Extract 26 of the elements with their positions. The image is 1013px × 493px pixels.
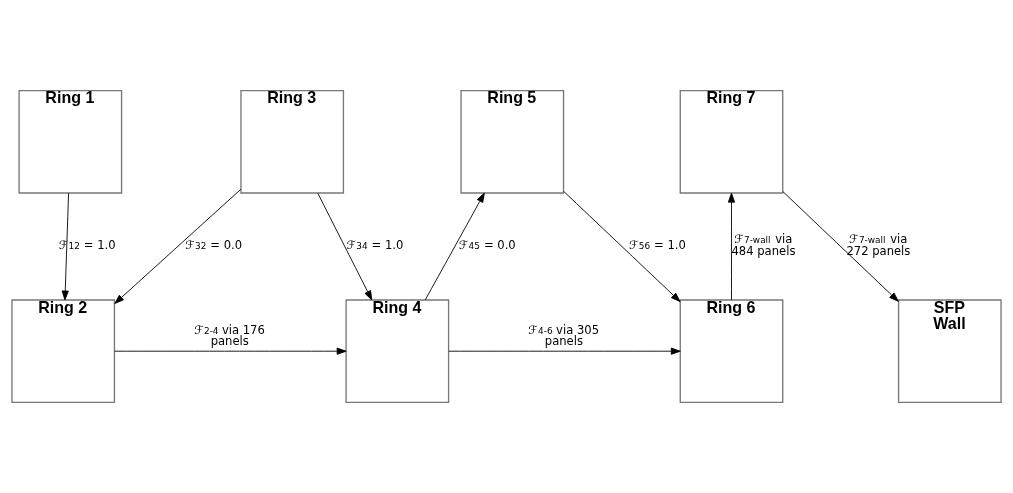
edge-label: ℱ34 = 1.0 [346, 237, 404, 252]
arrow [448, 347, 681, 355]
arrow [317, 192, 373, 301]
edge-label: ℱ4-6 via 305 panels [528, 322, 600, 349]
edge-label: ℱ7-wall via 484 panels [731, 232, 796, 258]
node-box: Ring 6 [679, 299, 784, 404]
node-box: Ring 4 [345, 299, 450, 404]
arrow [61, 192, 70, 301]
edge-label: ℱ45 = 0.0 [458, 237, 516, 252]
node-box: Ring 2 [11, 299, 116, 404]
arrow [727, 192, 736, 301]
edge-label: ℱ32 = 0.0 [185, 237, 243, 252]
node-box: Ring 7 [679, 89, 784, 194]
arrow [114, 188, 242, 304]
edge-label: ℱ12 = 1.0 [58, 237, 116, 252]
node-box: Ring 1 [18, 89, 123, 194]
arrow [424, 192, 485, 301]
node-box: Ring 5 [460, 89, 565, 194]
edge-label: ℱ56 = 1.0 [629, 237, 686, 252]
edge-label: ℱ2-4 via 176 panels [194, 322, 265, 349]
arrow [114, 347, 347, 355]
node-box: SFP Wall [897, 299, 1002, 404]
edge-label: ℱ7-wall via 272 panels [846, 232, 911, 258]
arrow [563, 190, 681, 303]
node-box: Ring 3 [240, 89, 345, 194]
arrow [782, 191, 899, 302]
